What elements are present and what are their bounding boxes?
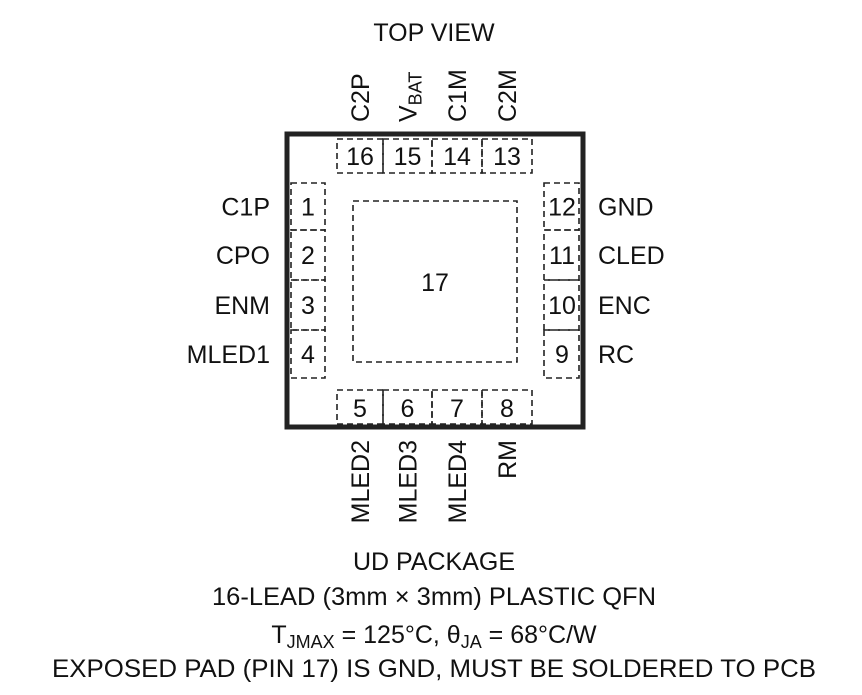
pin-7 [431,389,483,425]
pin-label: MLED4 [444,440,472,523]
pin-label: C1M [444,69,472,122]
pin-number: 8 [500,395,514,423]
pin-5 [336,389,384,425]
pin-12 [543,182,580,231]
pin-14 [431,138,483,174]
pin-number: 12 [548,194,576,222]
caption-thermal: TJMAX = 125°C, θJA = 68°C/W [271,621,597,652]
pin-number: 2 [301,242,315,270]
pin-label: ENC [598,292,651,320]
pin-number: 4 [301,341,315,369]
pin-3 [290,279,326,331]
pin-number: 15 [394,143,422,171]
pin-label: C2M [494,69,522,122]
exposed-pad-number: 17 [421,269,449,297]
caption-note: EXPOSED PAD (PIN 17) IS GND, MUST BE SOL… [52,655,816,683]
package-outline [284,131,586,430]
pin-label: RC [598,341,634,369]
pin-number: 1 [301,194,315,222]
pin-label: ENM [214,292,270,320]
pin-13 [481,138,533,174]
pin-10 [543,279,580,331]
pin-label: MLED2 [347,440,375,523]
pin-number: 13 [493,143,521,171]
pin-11 [543,229,580,281]
pin-number: 9 [555,341,569,369]
pin-label: C2P [347,73,375,122]
exposed-pad [352,200,518,363]
pin-label: MLED1 [187,341,270,369]
pin-label: GND [598,194,654,222]
pin-9 [543,329,580,379]
pin-number: 3 [301,292,315,320]
pin-label: CLED [598,242,665,270]
pin-2 [290,229,326,281]
pin-number: 11 [549,242,575,270]
view-title: TOP VIEW [373,19,495,47]
pin-label: RM [494,440,522,479]
pin-label: MLED3 [395,440,423,523]
caption-package: UD PACKAGE [353,548,515,576]
pin-number: 5 [353,395,367,423]
pin-label: CPO [216,242,270,270]
pin-16 [336,138,384,174]
pin-number: 10 [548,292,576,320]
pin-number: 16 [346,143,374,171]
pin-number: 7 [450,395,464,423]
pin-8 [481,389,533,425]
pin-label: C1P [221,194,270,222]
pin-number: 14 [443,143,471,171]
pin-label: VBAT [395,72,426,122]
pin-number: 6 [401,395,415,423]
pin-4 [290,329,326,379]
caption-lead: 16-LEAD (3mm × 3mm) PLASTIC QFN [212,583,656,611]
